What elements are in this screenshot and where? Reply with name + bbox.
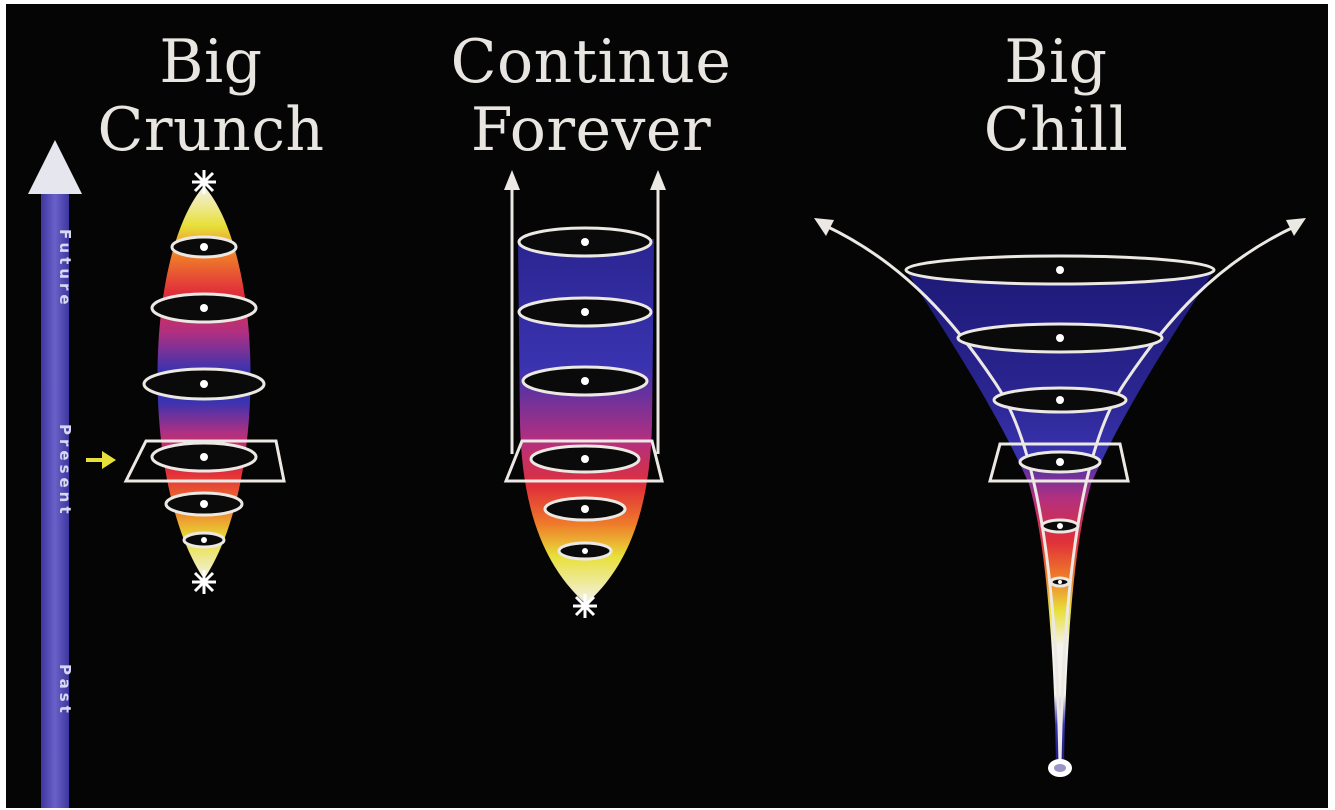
continue-right-arrowhead	[650, 170, 666, 190]
present-arrow-icon	[86, 451, 116, 469]
big-chill-bottom-dot-icon	[1048, 759, 1072, 777]
continue-forever-diagram	[504, 170, 666, 618]
time-axis-arrowhead	[28, 140, 82, 194]
diagram-graphics: Future Present Past	[6, 4, 1328, 808]
present-label: Present	[56, 424, 74, 518]
big-crunch-top-star-icon	[192, 170, 216, 194]
continue-left-arrowhead	[504, 170, 520, 190]
diagram-canvas: Big Crunch Continue Forever Big Chill	[6, 4, 1328, 808]
future-label: Future	[56, 229, 74, 309]
past-label: Past	[56, 664, 74, 717]
big-chill-right-arrowhead	[1286, 218, 1306, 236]
big-crunch-bottom-star-icon	[192, 570, 216, 594]
big-crunch-diagram	[126, 170, 284, 594]
big-chill-diagram	[814, 218, 1306, 777]
time-axis: Future Present Past	[28, 140, 116, 808]
continue-forever-bottom-star-icon	[573, 594, 597, 618]
